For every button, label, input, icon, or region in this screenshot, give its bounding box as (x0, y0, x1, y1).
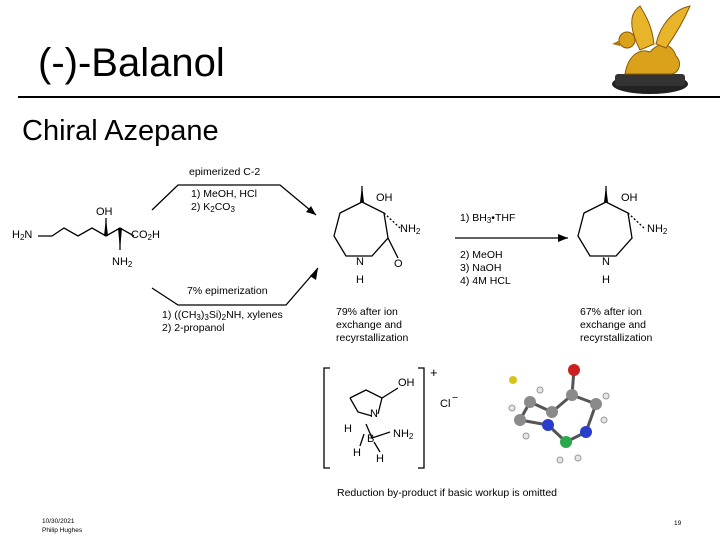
yield-note: 79% after ion exchange and recyrstalliza… (336, 306, 409, 344)
atom-label: H (344, 423, 352, 435)
condition-text: 4) 4M HCL (460, 275, 511, 287)
atom-label: H (376, 453, 384, 465)
atom-label: O (394, 258, 403, 270)
slide-subtitle: Chiral Azepane (22, 115, 219, 147)
condition-text: 2) K2CO3 (191, 201, 235, 214)
charge-plus: + (430, 365, 438, 380)
condition-text: 1) BH3•THF (460, 212, 516, 225)
yield-note: 67% after ion exchange and recyrstalliza… (580, 306, 653, 344)
condition-text: 1) ((CH3)3Si)2NH, xylenes (162, 309, 283, 322)
condition-text: 3) NaOH (460, 262, 502, 274)
atom-label: NH2 (647, 223, 668, 236)
atom-label: NH2 (112, 256, 133, 269)
arrow-label-bottom: 7% epimerization (187, 285, 268, 297)
atom-label: Cl (440, 398, 451, 410)
condition-text: 1) MeOH, HCl (191, 188, 257, 200)
atom-label: H2N (12, 229, 33, 242)
atom-label: NH2 (393, 428, 414, 441)
atom-label: OH (376, 192, 393, 204)
page-number: 19 (674, 520, 682, 527)
atom-label: OH (621, 192, 638, 204)
atom-label: N (356, 256, 364, 268)
condition-text: 2) MeOH (460, 249, 503, 261)
title-divider (18, 96, 720, 98)
atom-label: OH (398, 377, 415, 389)
atom-label: H (356, 274, 364, 286)
atom-label: OH (96, 206, 113, 218)
atom-label: CO2H (131, 229, 160, 242)
atom-label: N (602, 256, 610, 268)
footer-date: 10/30/2021 (42, 518, 75, 525)
atom-label: NH2 (400, 223, 421, 236)
footer-author: Philip Hughes (42, 527, 83, 534)
atom-label: N (370, 408, 378, 420)
atom-label: B (367, 433, 375, 445)
charge-minus: − (452, 392, 459, 404)
condition-text: 2) 2-propanol (162, 322, 225, 334)
atom-label: H (602, 274, 610, 286)
atom-label: H (353, 447, 361, 459)
slide-title: (-)-Balanol (38, 41, 225, 85)
arrow-label-top: epimerized C-2 (189, 166, 261, 178)
byproduct-caption: Reduction by-product if basic workup is … (337, 487, 558, 499)
